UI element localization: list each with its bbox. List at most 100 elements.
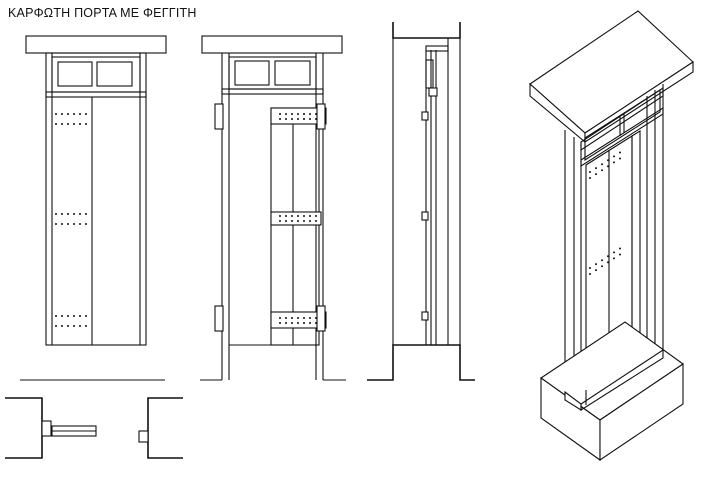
- nail-dot: [297, 113, 299, 115]
- nail-dot: [595, 263, 597, 266]
- nail-dot: [613, 257, 615, 260]
- axonometric-view: [529, 10, 694, 462]
- nail-dot: [55, 113, 57, 115]
- nail-dot: [607, 159, 609, 162]
- nail-dot: [279, 317, 281, 319]
- nail-dot: [79, 113, 81, 115]
- batten-bottom: [270, 311, 327, 329]
- nail-dot: [291, 220, 293, 222]
- nail-dot: [303, 215, 305, 217]
- axo-base-side: [599, 362, 684, 462]
- nail-dot: [613, 161, 615, 164]
- lintel-top-2: [201, 35, 343, 54]
- nail-dot: [61, 223, 63, 225]
- nail-dots: [55, 113, 87, 327]
- hinge-bottom: [214, 305, 224, 332]
- nail-dot: [67, 123, 69, 125]
- nail-dot: [279, 322, 281, 324]
- batten-top: [270, 107, 327, 125]
- nail-dot: [595, 167, 597, 170]
- nail-dot: [297, 220, 299, 222]
- transom-pane-right: [96, 61, 133, 87]
- nail-dot: [613, 155, 615, 158]
- nail-dot: [85, 315, 87, 317]
- nail-dot: [55, 213, 57, 215]
- nail-dot: [315, 215, 317, 217]
- drawing-title: ΚΑΡΦΩΤΗ ΠΟΡΤΑ ΜΕ ΦΕΓΓΙΤΗ: [8, 6, 197, 20]
- nail-dot: [67, 325, 69, 327]
- nail-dot: [619, 247, 621, 250]
- side-section-view: [367, 22, 475, 381]
- nail-dot: [79, 213, 81, 215]
- front-elevation-view: [25, 35, 167, 346]
- nail-dot: [309, 317, 311, 319]
- nail-dot: [607, 255, 609, 258]
- nail-dot: [589, 267, 591, 269]
- nail-dot: [309, 220, 311, 222]
- nail-dot: [601, 265, 603, 268]
- nail-dot: [285, 113, 287, 115]
- nail-dots-2: [279, 113, 317, 324]
- nail-dot: [291, 113, 293, 115]
- nail-dot: [291, 317, 293, 319]
- plan-wall-left: [5, 397, 43, 459]
- nail-dot: [67, 223, 69, 225]
- nail-dot: [619, 151, 621, 154]
- nail-dot: [309, 113, 311, 115]
- nail-dot: [601, 163, 603, 166]
- outer-frame: [45, 52, 147, 346]
- nail-dot: [595, 269, 597, 272]
- transom-section: [425, 59, 434, 89]
- nail-dot: [285, 215, 287, 217]
- nail-dot: [297, 215, 299, 217]
- plan-section-view: [5, 379, 183, 459]
- nail-dot: [85, 113, 87, 115]
- nail-dot: [279, 220, 281, 222]
- axo-transom: [584, 88, 661, 162]
- hinge-top: [214, 103, 224, 130]
- nail-dot: [291, 322, 293, 324]
- nail-dot: [55, 315, 57, 317]
- nail-dot: [61, 113, 63, 115]
- batten-middle: [270, 211, 322, 226]
- nail-dot: [285, 220, 287, 222]
- nail-dot: [61, 315, 63, 317]
- nail-dot: [279, 113, 281, 115]
- nail-dot: [297, 317, 299, 319]
- nail-dot: [279, 118, 281, 120]
- nail-dot: [79, 123, 81, 125]
- transom-pane-left-2: [234, 60, 270, 86]
- transom-pane-left: [57, 61, 93, 87]
- nail-dot: [297, 322, 299, 324]
- nail-dot: [85, 123, 87, 125]
- nail-dot: [85, 223, 87, 225]
- nail-dot: [303, 317, 305, 319]
- nail-dot: [297, 118, 299, 120]
- transom-rail: [45, 91, 147, 98]
- nail-dot: [67, 315, 69, 317]
- nail-dot: [61, 213, 63, 215]
- nail-dot: [303, 113, 305, 115]
- nail-dot: [315, 220, 317, 222]
- nail-dot: [85, 325, 87, 327]
- nail-dot: [55, 325, 57, 327]
- floor-section: [367, 344, 475, 381]
- nail-dot: [73, 315, 75, 317]
- plan-wall-right: [147, 397, 183, 459]
- nail-dot: [285, 118, 287, 120]
- nail-dot: [589, 273, 591, 275]
- transom-pane-right-2: [274, 60, 311, 86]
- nail-dot: [291, 118, 293, 120]
- nail-dot: [73, 213, 75, 215]
- nail-dot: [79, 315, 81, 317]
- nail-dot: [285, 317, 287, 319]
- nail-dot: [589, 171, 591, 173]
- nail-dot: [61, 325, 63, 327]
- nail-dot: [55, 223, 57, 225]
- nail-dot: [309, 322, 311, 324]
- nail-dot: [73, 223, 75, 225]
- nail-dot: [619, 253, 621, 256]
- nail-dot: [589, 177, 591, 179]
- lintel-section: [392, 22, 461, 39]
